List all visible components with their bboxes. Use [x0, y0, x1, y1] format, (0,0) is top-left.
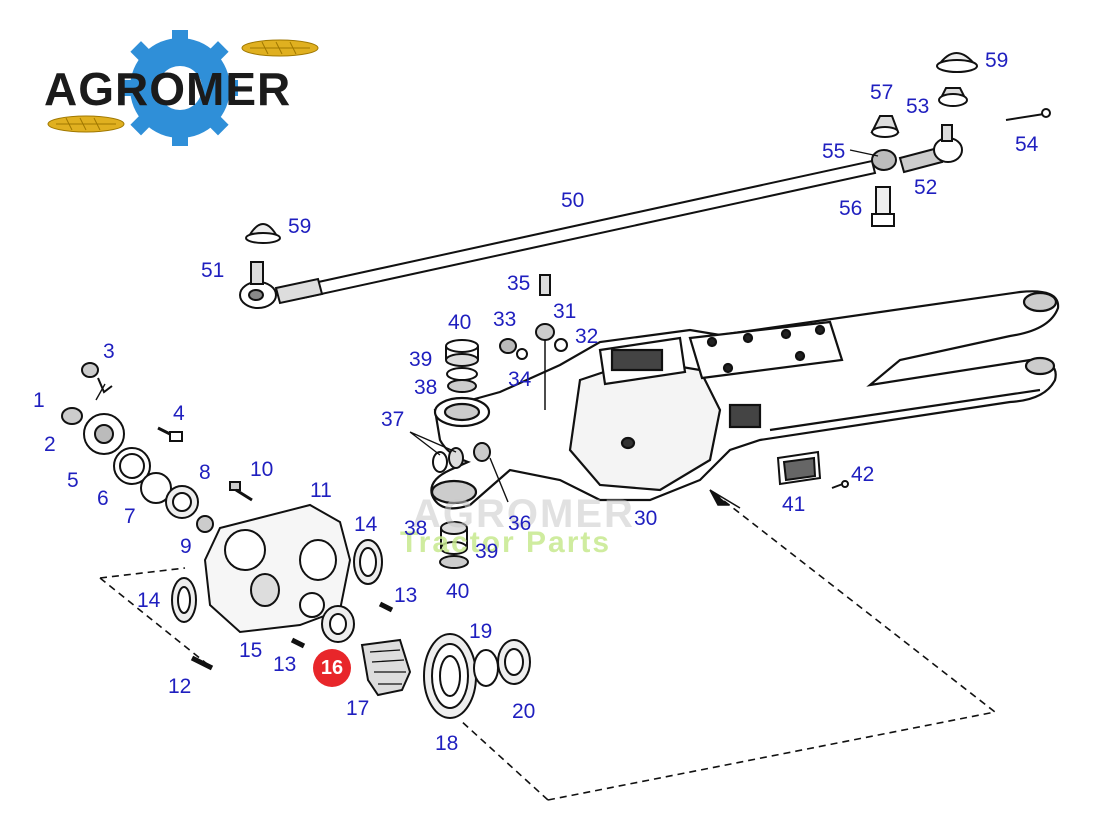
callout-label: 13 — [394, 584, 418, 607]
breather-parts — [499, 274, 568, 410]
callout-label: 19 — [469, 620, 493, 643]
pivot-bushes-top — [445, 339, 479, 393]
callout-label: 56 — [839, 197, 863, 220]
logo-gear-icon — [122, 30, 238, 146]
callout-label: 2 — [44, 433, 56, 456]
callout-label: 18 — [435, 732, 459, 755]
tie-rod-end-right — [870, 52, 1051, 227]
callout-label: 5 — [67, 469, 79, 492]
callout-label: 13 — [273, 653, 297, 676]
callout-label: 57 — [870, 81, 894, 104]
callout-label: 55 — [822, 140, 846, 163]
callout-label: 30 — [634, 507, 658, 530]
callout-label: 10 — [250, 458, 274, 481]
callout-label: 59 — [985, 49, 1009, 72]
callout-label: 32 — [575, 325, 599, 348]
callout-label: 39 — [475, 540, 499, 563]
callout-label: 50 — [561, 189, 585, 212]
axle-housing — [430, 290, 1060, 510]
callout-label: 40 — [448, 311, 472, 334]
callout-label: 14 — [354, 513, 378, 536]
callout-label: 41 — [782, 493, 806, 516]
name-plate — [776, 450, 849, 489]
assembly-outline — [99, 489, 997, 801]
callout-label: 8 — [199, 461, 211, 484]
callout-label: 17 — [346, 697, 370, 720]
differential-parts — [61, 362, 531, 719]
callout-label: 38 — [414, 376, 438, 399]
callout-label: 38 — [404, 517, 428, 540]
callout-label: 59 — [288, 215, 312, 238]
callout-label: 9 — [180, 535, 192, 558]
callout-label: 39 — [409, 348, 433, 371]
callout-label: 34 — [508, 368, 532, 391]
callout-label: 15 — [239, 639, 263, 662]
wheat-stalk-icon — [47, 39, 319, 133]
callout-label: 40 — [446, 580, 470, 603]
pivot-bushes-bottom — [439, 521, 469, 569]
tie-rod — [239, 159, 877, 309]
leader-lines — [95, 149, 879, 509]
callout-label: 1 — [33, 389, 45, 412]
callout-label: 33 — [493, 308, 517, 331]
callout-label: 6 — [97, 487, 109, 510]
callout-label: 54 — [1015, 133, 1039, 156]
callout-label: 53 — [906, 95, 930, 118]
callout-label: 35 — [507, 272, 531, 295]
callout-label: 31 — [553, 300, 577, 323]
brand-logo: AGROMER — [44, 63, 292, 115]
highlighted-part-badge: 16 — [313, 649, 351, 687]
callout-label: 7 — [124, 505, 136, 528]
callout-label: 20 — [512, 700, 536, 723]
callout-label: 52 — [914, 176, 938, 199]
callout-label: 42 — [851, 463, 875, 486]
seals — [432, 442, 491, 473]
callout-label: 51 — [201, 259, 225, 282]
callout-label: 3 — [103, 340, 115, 363]
callout-label: 14 — [137, 589, 161, 612]
callout-label: 4 — [173, 402, 185, 425]
callout-label: 36 — [508, 512, 532, 535]
callout-label: 12 — [168, 675, 192, 698]
callout-label: 11 — [310, 479, 332, 502]
callout-label: 37 — [381, 408, 405, 431]
